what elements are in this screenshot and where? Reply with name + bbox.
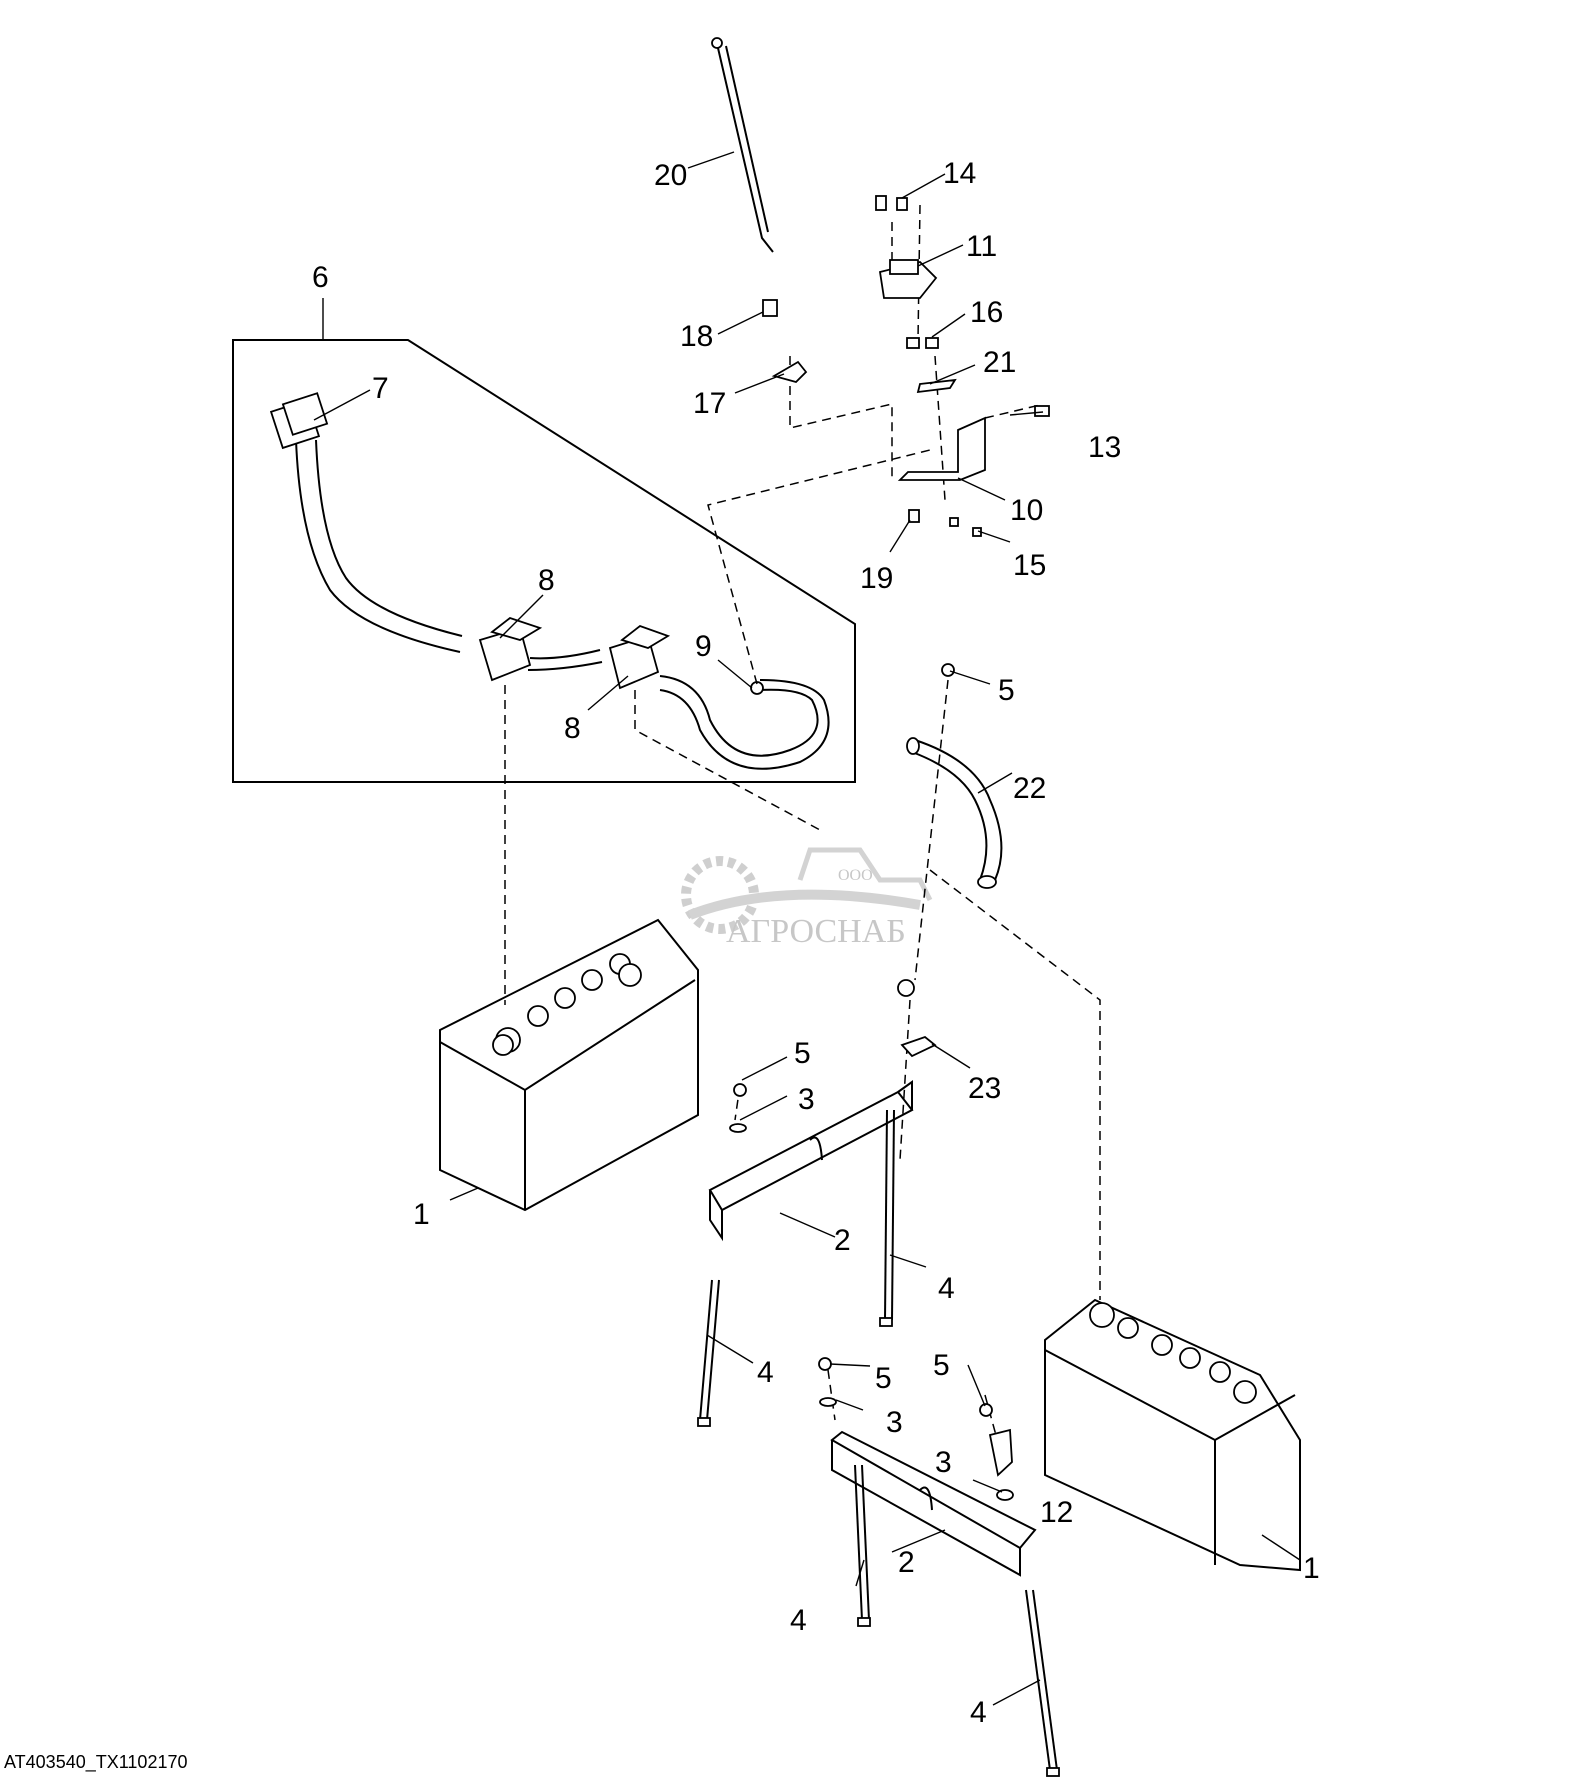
callout-4-upper-left: 4 bbox=[757, 1356, 774, 1389]
rod bbox=[711, 37, 774, 253]
callout-5-upper: 5 bbox=[794, 1037, 811, 1070]
callout-13: 13 bbox=[1088, 431, 1121, 464]
callout-5-top: 5 bbox=[998, 674, 1015, 707]
callout-2-lower: 2 bbox=[898, 1546, 915, 1579]
callout-3-lower: 3 bbox=[935, 1446, 952, 1479]
figure-reference: AT403540_TX1102170 bbox=[4, 1752, 188, 1772]
callout-8-lower: 8 bbox=[564, 712, 581, 745]
callout-4-lower-right: 4 bbox=[970, 1696, 987, 1729]
callout-4-lower-left: 4 bbox=[790, 1604, 807, 1637]
callout-20: 20 bbox=[654, 159, 687, 192]
callout-14: 14 bbox=[943, 157, 976, 190]
callout-16: 16 bbox=[970, 296, 1003, 329]
assembly-lines bbox=[504, 204, 1101, 1451]
callout-labels: 1 1 2 2 3 3 3 4 4 4 4 5 5 5 5 6 7 8 8 9 … bbox=[312, 157, 1320, 1729]
callout-11: 11 bbox=[966, 230, 997, 263]
callout-12: 12 bbox=[1040, 1496, 1073, 1529]
callout-8-upper: 8 bbox=[538, 564, 555, 597]
callout-21: 21 bbox=[983, 346, 1016, 379]
callout-7: 7 bbox=[372, 372, 389, 405]
callout-10: 10 bbox=[1010, 494, 1043, 527]
watermark-logo: ООО АГРОСНАБ bbox=[681, 847, 933, 950]
leader-lines bbox=[313, 151, 1301, 1706]
callout-5-lower-right: 5 bbox=[933, 1349, 950, 1382]
callout-19: 19 bbox=[860, 562, 893, 595]
callout-1-left: 1 bbox=[413, 1198, 430, 1231]
watermark-company-name: АГРОСНАБ bbox=[726, 913, 906, 950]
hold-down-upper bbox=[697, 979, 937, 1427]
hose bbox=[906, 663, 1003, 889]
callout-1-right: 1 bbox=[1303, 1552, 1320, 1585]
callout-2-upper: 2 bbox=[834, 1224, 851, 1257]
callout-9: 9 bbox=[695, 630, 712, 663]
battery-right bbox=[1044, 1298, 1301, 1572]
callout-22: 22 bbox=[1013, 772, 1046, 805]
callout-18: 18 bbox=[680, 320, 713, 353]
callout-6: 6 bbox=[312, 261, 329, 294]
callout-4-upper-right: 4 bbox=[938, 1272, 955, 1305]
callout-17: 17 bbox=[693, 387, 726, 420]
callout-3-middle: 3 bbox=[886, 1406, 903, 1439]
bracket-hardware bbox=[762, 195, 1050, 537]
callout-5-lower-left: 5 bbox=[875, 1362, 892, 1395]
cable-kit-outline bbox=[232, 298, 856, 783]
hold-down-lower bbox=[818, 1357, 1060, 1777]
callout-3-upper: 3 bbox=[798, 1083, 815, 1116]
callout-15: 15 bbox=[1013, 549, 1046, 582]
watermark-company-form: ООО bbox=[838, 867, 873, 884]
battery-left bbox=[439, 918, 699, 1212]
callout-23: 23 bbox=[968, 1072, 1001, 1105]
